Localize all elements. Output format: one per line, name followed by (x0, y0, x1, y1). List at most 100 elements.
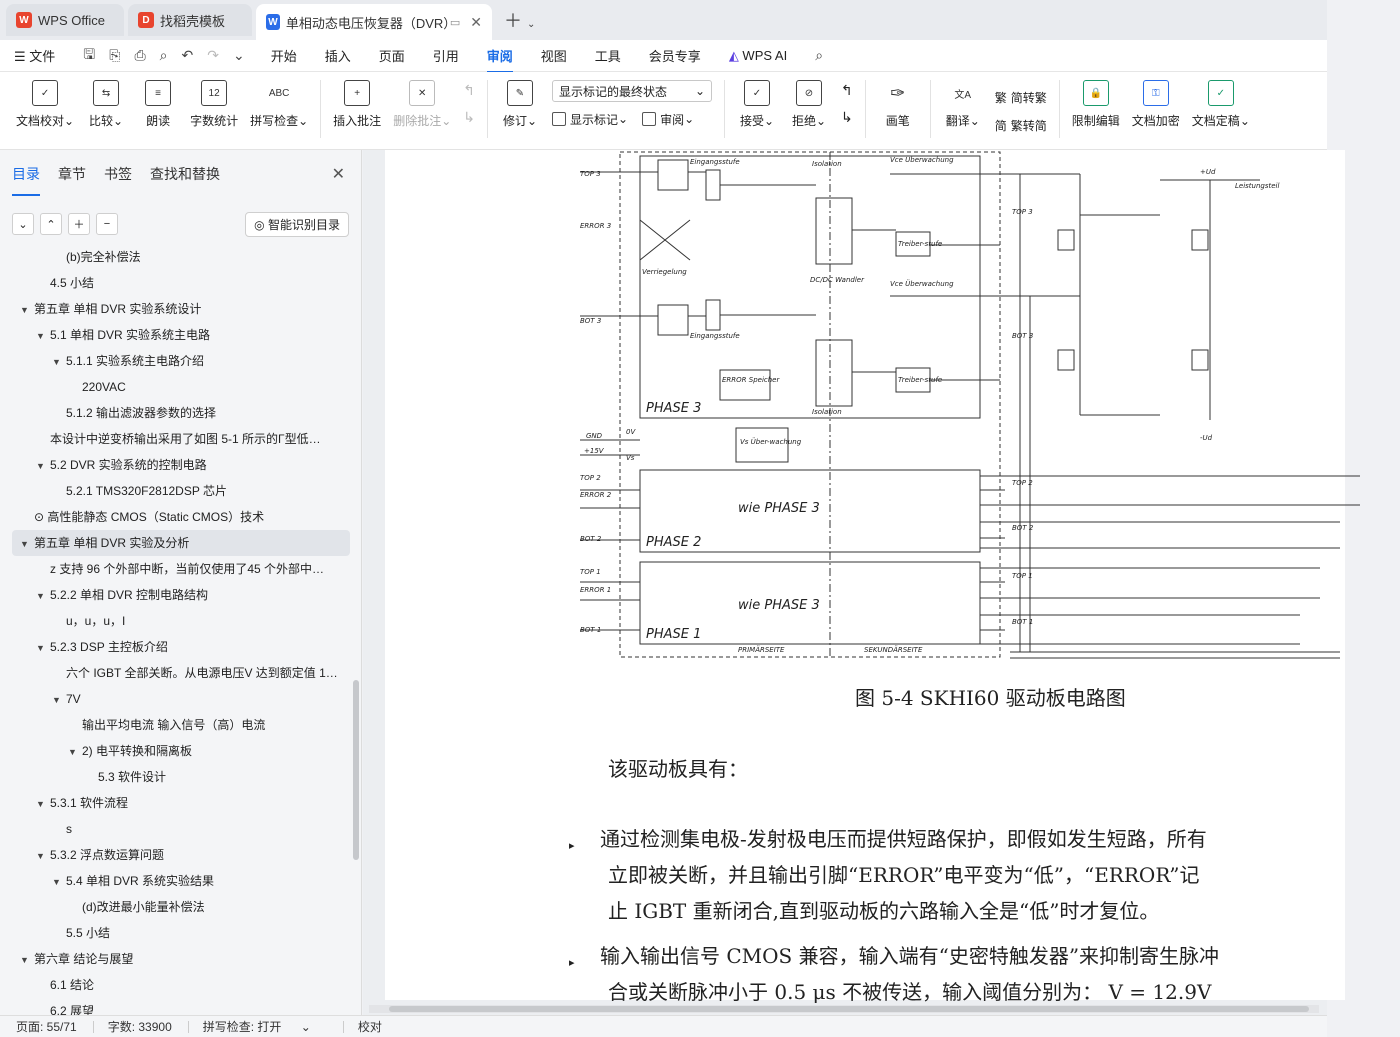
next-comment-icon[interactable]: ↳ (463, 109, 475, 125)
toc-item[interactable]: (d)改进最小能量补偿法 (0, 894, 340, 920)
toc-item[interactable]: ⊙ 高性能静态 CMOS（Static CMOS）技术 (0, 504, 340, 530)
smart-toc-button[interactable]: ◎ 智能识别目录 (245, 211, 349, 237)
next-change-icon[interactable]: ↳ (841, 109, 853, 125)
doc-check-button[interactable]: ✓文档校对⌄ (16, 80, 74, 129)
close-icon[interactable]: ✕ (470, 13, 482, 30)
toc-item[interactable]: ▼5.3.2 浮点数运算问题 (0, 842, 340, 868)
remove-icon[interactable]: − (96, 213, 118, 235)
expand-triangle-icon[interactable]: ▼ (20, 539, 29, 549)
toc-item[interactable]: s (0, 816, 340, 842)
menu-references[interactable]: 引用 (432, 49, 459, 64)
menu-tools[interactable]: 工具 (594, 49, 621, 64)
search-icon[interactable]: ⌕ (815, 47, 824, 63)
to-traditional-button[interactable]: 繁简转繁 (994, 90, 1047, 105)
tab-wps-office[interactable]: W WPS Office (6, 4, 124, 36)
revise-button[interactable]: ✎修订⌄ (500, 80, 540, 129)
horizontal-scrollbar[interactable] (369, 1005, 1319, 1013)
toc-item[interactable]: ▼第六章 结论与展望 (0, 946, 340, 972)
scrollbar[interactable] (353, 680, 359, 860)
toc-item[interactable]: ▼5.2.2 单相 DVR 控制电路结构 (0, 582, 340, 608)
expand-triangle-icon[interactable]: ▼ (52, 877, 61, 887)
show-markup-button[interactable]: 显示标记⌄ (552, 108, 628, 130)
encrypt-button[interactable]: ⚿文档加密 (1132, 80, 1180, 129)
expand-triangle-icon[interactable]: ▼ (36, 851, 45, 861)
toc-item[interactable]: 六个 IGBT 全部关断。从电源电压V 达到额定值 1… (0, 660, 340, 686)
save-icon[interactable]: 🖫 (83, 45, 96, 62)
toc-item[interactable]: ▼第五章 单相 DVR 实验系统设计 (0, 296, 340, 322)
toc-item[interactable]: 6.1 结论 (0, 972, 340, 998)
toc-item[interactable]: ▼5.4 单相 DVR 系统实验结果 (0, 868, 340, 894)
add-icon[interactable]: ＋ (68, 213, 90, 235)
word-count[interactable]: 字数: 33900 (107, 1020, 172, 1034)
menu-member[interactable]: 会员专享 (648, 49, 701, 64)
toc-item[interactable]: ▼5.1.1 实验系统主电路介绍 (0, 348, 340, 374)
toc-item[interactable]: 本设计中逆变桥输出采用了如图 5-1 所示的Γ型低… (0, 426, 340, 452)
export-icon[interactable]: ⎘ (109, 47, 121, 63)
toc-item[interactable]: ▼第五章 单相 DVR 实验及分析 (12, 530, 350, 556)
toc-item[interactable]: 4.5 小结 (0, 270, 340, 296)
scrollbar-thumb[interactable] (389, 1006, 1309, 1012)
review-pane-button[interactable]: 审阅⌄ (642, 108, 694, 130)
toc-item[interactable]: 输出平均电流 输入信号（高）电流 (0, 712, 340, 738)
print-preview-icon[interactable]: ⌕ (159, 47, 168, 63)
restrict-edit-button[interactable]: 🔒限制编辑 (1072, 80, 1120, 129)
markup-mode-select[interactable]: 显示标记的最终状态⌄ (552, 80, 712, 102)
menu-insert[interactable]: 插入 (324, 49, 351, 64)
collapse-icon[interactable]: ⌃ (40, 213, 62, 235)
toc-item[interactable]: ▼7V (0, 686, 340, 712)
expand-icon[interactable]: ⌄ (12, 213, 34, 235)
expand-triangle-icon[interactable]: ▼ (36, 331, 45, 341)
expand-triangle-icon[interactable]: ▼ (36, 591, 45, 601)
undo-icon[interactable]: ↶ (181, 47, 194, 63)
toc-item[interactable]: 5.3 软件设计 (0, 764, 340, 790)
ink-button[interactable]: ✑画笔 (878, 80, 918, 129)
menu-page[interactable]: 页面 (378, 49, 405, 64)
tab-chapters[interactable]: 章节 (58, 166, 86, 182)
toc-item[interactable]: ▼5.3.1 软件流程 (0, 790, 340, 816)
compare-button[interactable]: ⇆比较⌄ (86, 80, 126, 129)
insert-comment-button[interactable]: +插入批注 (333, 80, 381, 129)
to-simplified-button[interactable]: 简繁转简 (994, 118, 1047, 133)
prev-comment-icon[interactable]: ↰ (463, 82, 475, 98)
print-icon[interactable]: ⎙ (134, 47, 146, 63)
expand-triangle-icon[interactable]: ▼ (36, 643, 45, 653)
toc-item[interactable]: 6.2 展望 (0, 998, 340, 1024)
expand-triangle-icon[interactable]: ▼ (52, 695, 61, 705)
expand-triangle-icon[interactable]: ▼ (36, 799, 45, 809)
toc-item[interactable]: u，u，u，I (0, 608, 340, 634)
spell-check-status[interactable]: 拼写检查: 打开 ⌄ (202, 1020, 311, 1034)
tab-find-replace[interactable]: 查找和替换 (150, 166, 220, 182)
expand-triangle-icon[interactable]: ▼ (52, 357, 61, 367)
read-aloud-button[interactable]: ≡朗读 (138, 80, 178, 129)
expand-triangle-icon[interactable]: ▼ (36, 461, 45, 471)
tab-bookmarks[interactable]: 书签 (104, 166, 132, 182)
file-menu[interactable]: ☰ 文件 (14, 49, 56, 64)
redo-icon[interactable]: ↷ (207, 47, 219, 63)
expand-triangle-icon[interactable]: ▼ (20, 955, 29, 965)
toc-item[interactable]: ▼2) 电平转换和隔离板 (0, 738, 340, 764)
tab-toc[interactable]: 目录 (12, 164, 40, 196)
chevron-down-icon[interactable]: ⌄ (232, 47, 245, 63)
reject-button[interactable]: ⊘拒绝⌄ (789, 80, 829, 129)
menu-review[interactable]: 审阅 (486, 46, 513, 73)
tab-docer[interactable]: D 找稻壳模板 (128, 4, 252, 36)
toc-item[interactable]: 5.2.1 TMS320F2812DSP 芯片 (0, 478, 340, 504)
toc-item[interactable]: ▼5.2 DVR 实验系统的控制电路 (0, 452, 340, 478)
expand-triangle-icon[interactable]: ▼ (68, 747, 77, 757)
toc-item[interactable]: ▼5.1 单相 DVR 实验系统主电路 (0, 322, 340, 348)
toc-item[interactable]: 5.5 小结 (0, 920, 340, 946)
delete-comment-button[interactable]: ✕删除批注⌄ (393, 80, 451, 129)
toc-item[interactable]: (b)完全补偿法 (0, 244, 340, 270)
new-tab-icon[interactable]: ＋ ⌄ (504, 11, 536, 31)
monitor-icon[interactable]: ▭ (449, 16, 461, 29)
toc-item[interactable]: 5.1.2 输出滤波器参数的选择 (0, 400, 340, 426)
page-indicator[interactable]: 页面: 55/71 (16, 1020, 77, 1034)
prev-change-icon[interactable]: ↰ (841, 82, 853, 98)
finalize-button[interactable]: ✓文档定稿⌄ (1192, 80, 1250, 129)
toc-item[interactable]: z 支持 96 个外部中断，当前仅使用了45 个外部中… (0, 556, 340, 582)
proofread-status[interactable]: 校对 (357, 1020, 382, 1034)
toc-item[interactable]: 220VAC (0, 374, 340, 400)
